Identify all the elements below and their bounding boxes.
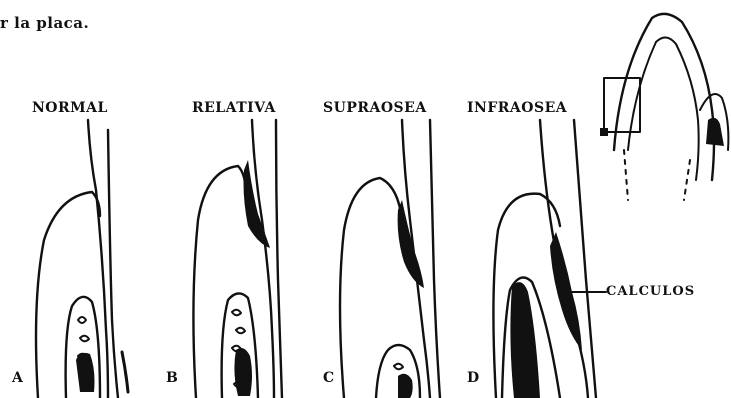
drawing-infraosea <box>493 120 606 398</box>
inset-orientation-sketch <box>604 14 728 200</box>
gingiva-c <box>340 178 418 398</box>
marrow-fill-a <box>76 353 95 392</box>
root-outline-a <box>108 130 118 398</box>
root-outline-b <box>276 120 282 398</box>
calculus-deposit-c <box>398 200 424 288</box>
root-outline-c <box>430 120 440 398</box>
root-outline-d <box>574 120 596 398</box>
marrow-fill-c <box>398 374 413 398</box>
inset-root-dash-right <box>684 160 690 200</box>
inset-dark-mark <box>600 128 608 136</box>
marrow-fill-b <box>234 348 252 396</box>
ligament-a <box>122 352 128 392</box>
inset-tooth-inner <box>628 37 699 180</box>
inset-root-dash-left <box>624 150 628 200</box>
inset-dark-deposit <box>706 118 724 146</box>
drawing-supraosea <box>340 120 440 398</box>
marrow-fill-d <box>510 282 540 398</box>
